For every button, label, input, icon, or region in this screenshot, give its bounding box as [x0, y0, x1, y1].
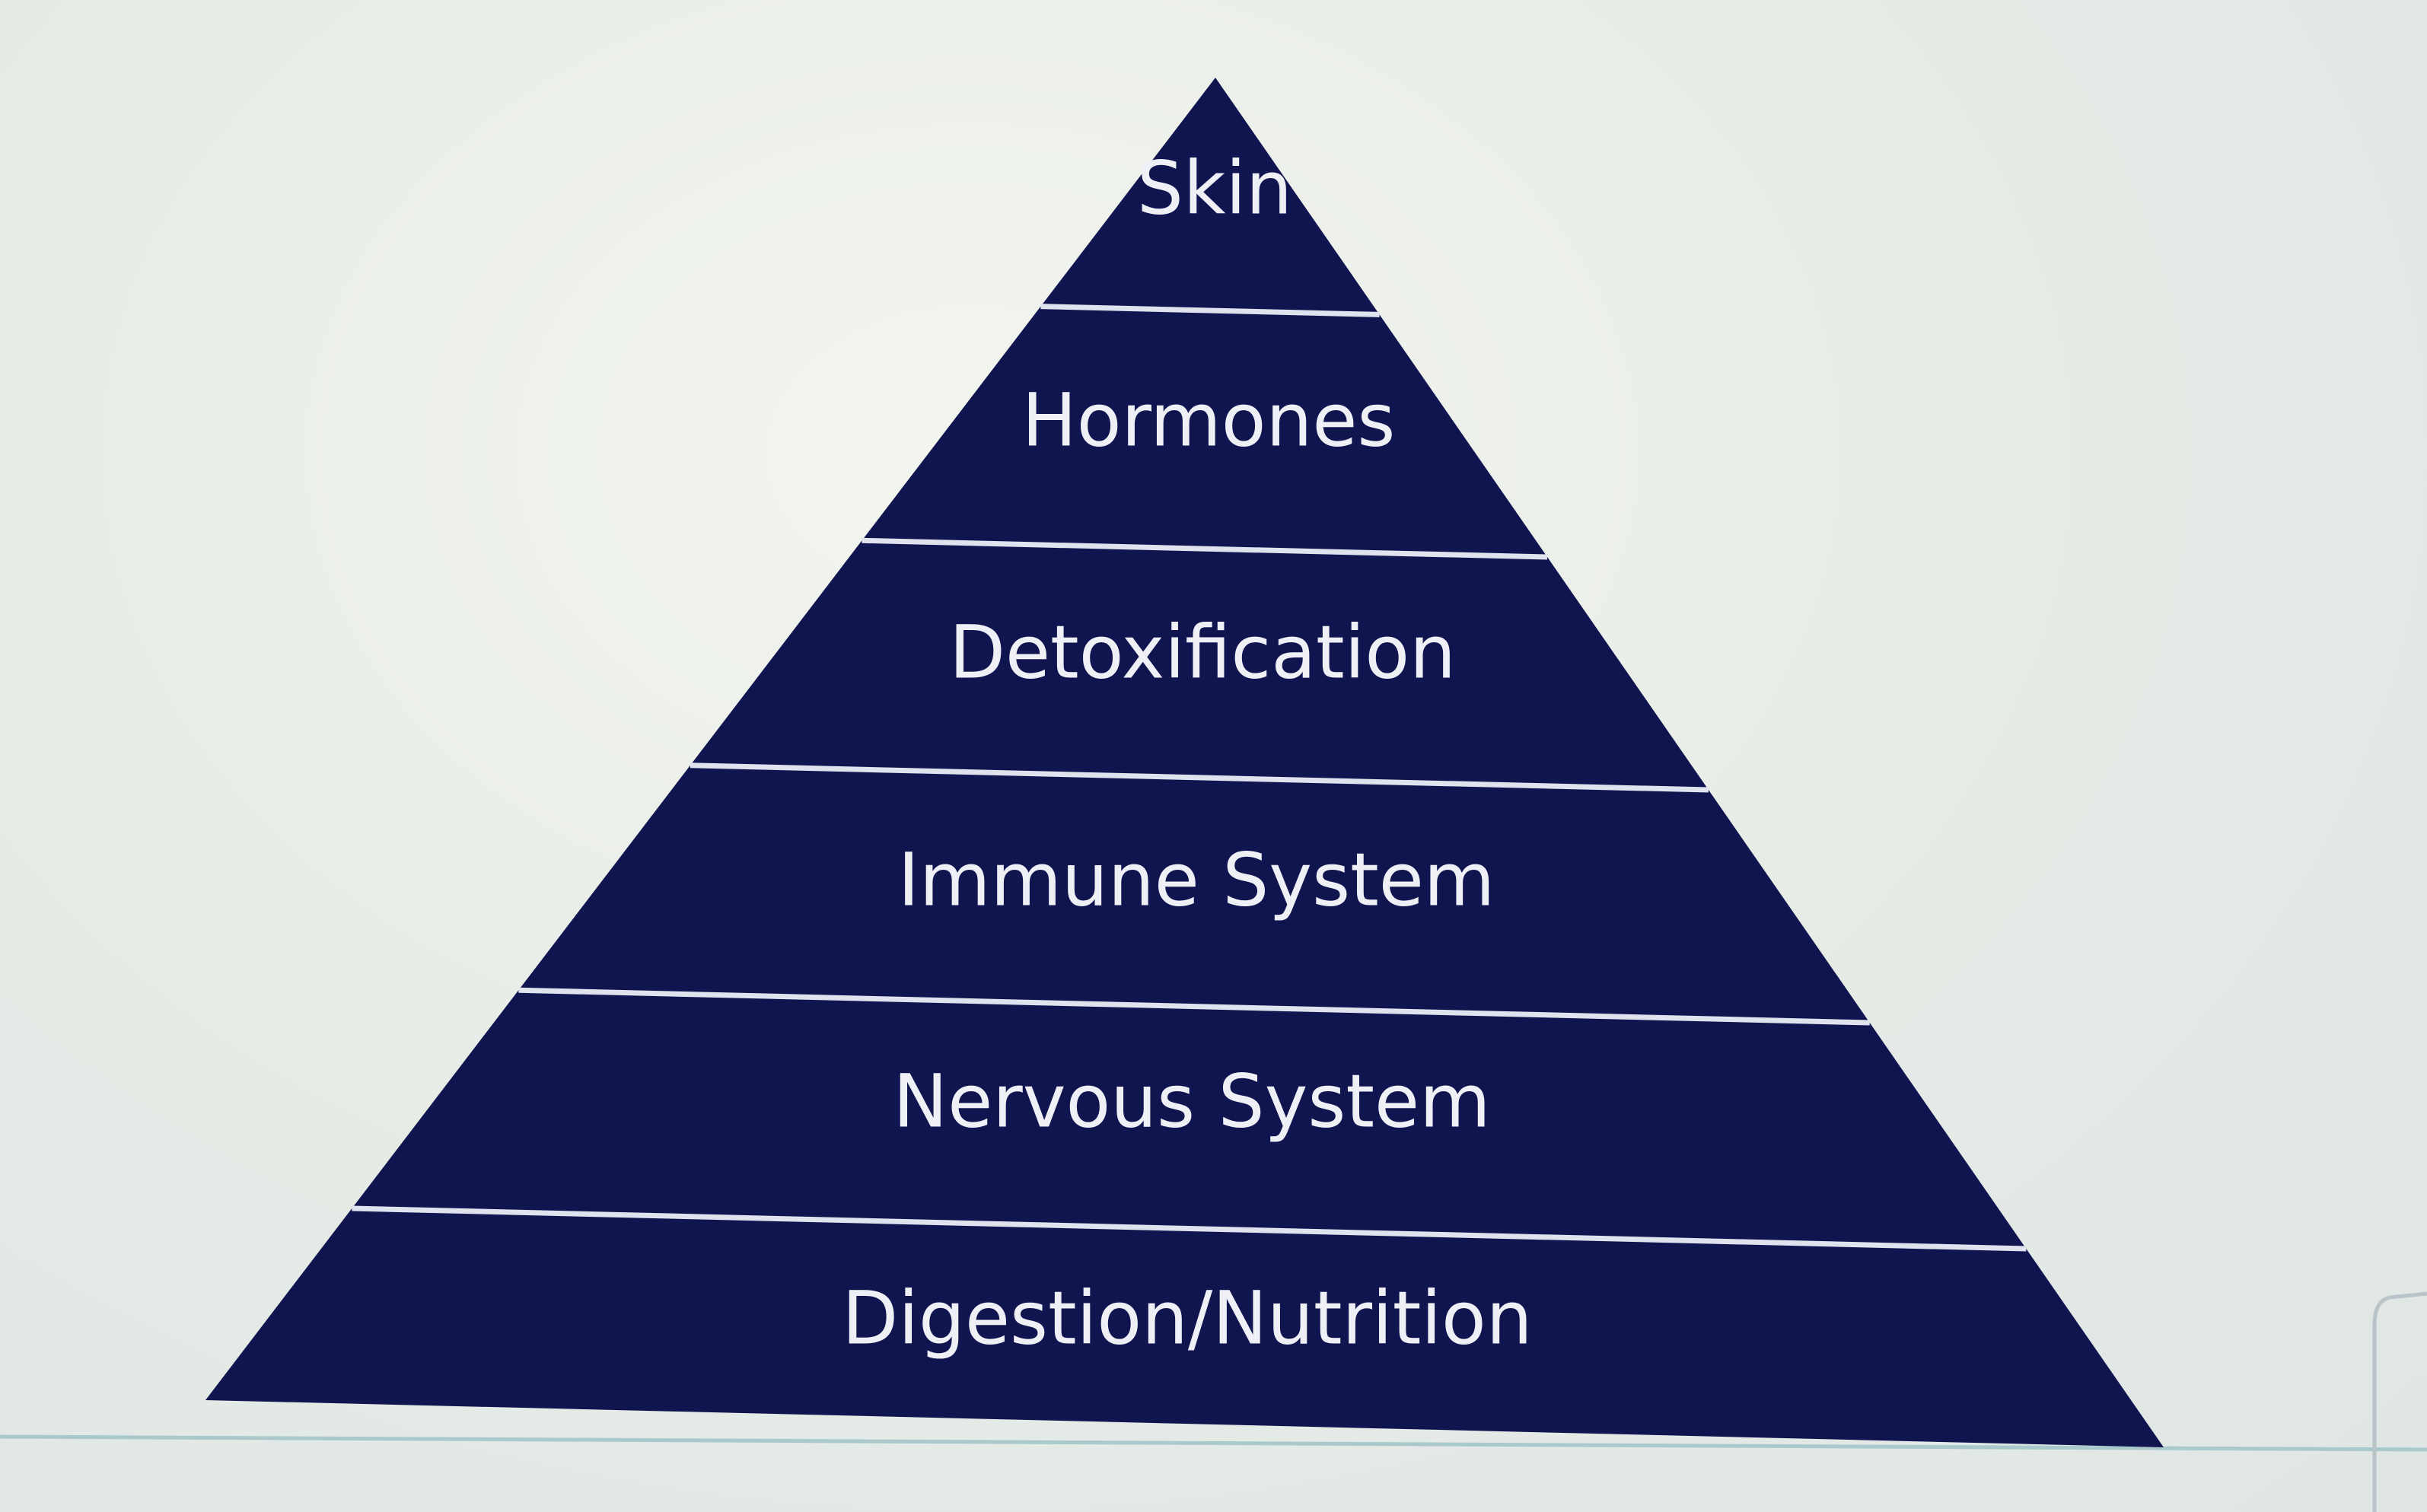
layer-divider	[690, 762, 1709, 793]
layer-divider	[862, 537, 1548, 560]
pyramid-shape	[205, 78, 2164, 1447]
layer-nervous-system: Nervous System	[893, 1058, 1490, 1144]
layer-divider	[352, 1205, 2027, 1252]
layer-divider	[1040, 304, 1380, 317]
layer-detoxification: Detoxification	[949, 610, 1456, 695]
screen-frame-corner	[2372, 1291, 2427, 1512]
layer-digestion-nutrition: Digestion/Nutrition	[842, 1275, 1532, 1361]
layer-hormones: Hormones	[1022, 377, 1396, 463]
layer-divider	[518, 987, 1870, 1026]
screen-edge-line	[0, 1434, 2427, 1452]
layer-immune-system: Immune System	[898, 837, 1495, 922]
layer-skin: Skin	[1137, 145, 1292, 231]
